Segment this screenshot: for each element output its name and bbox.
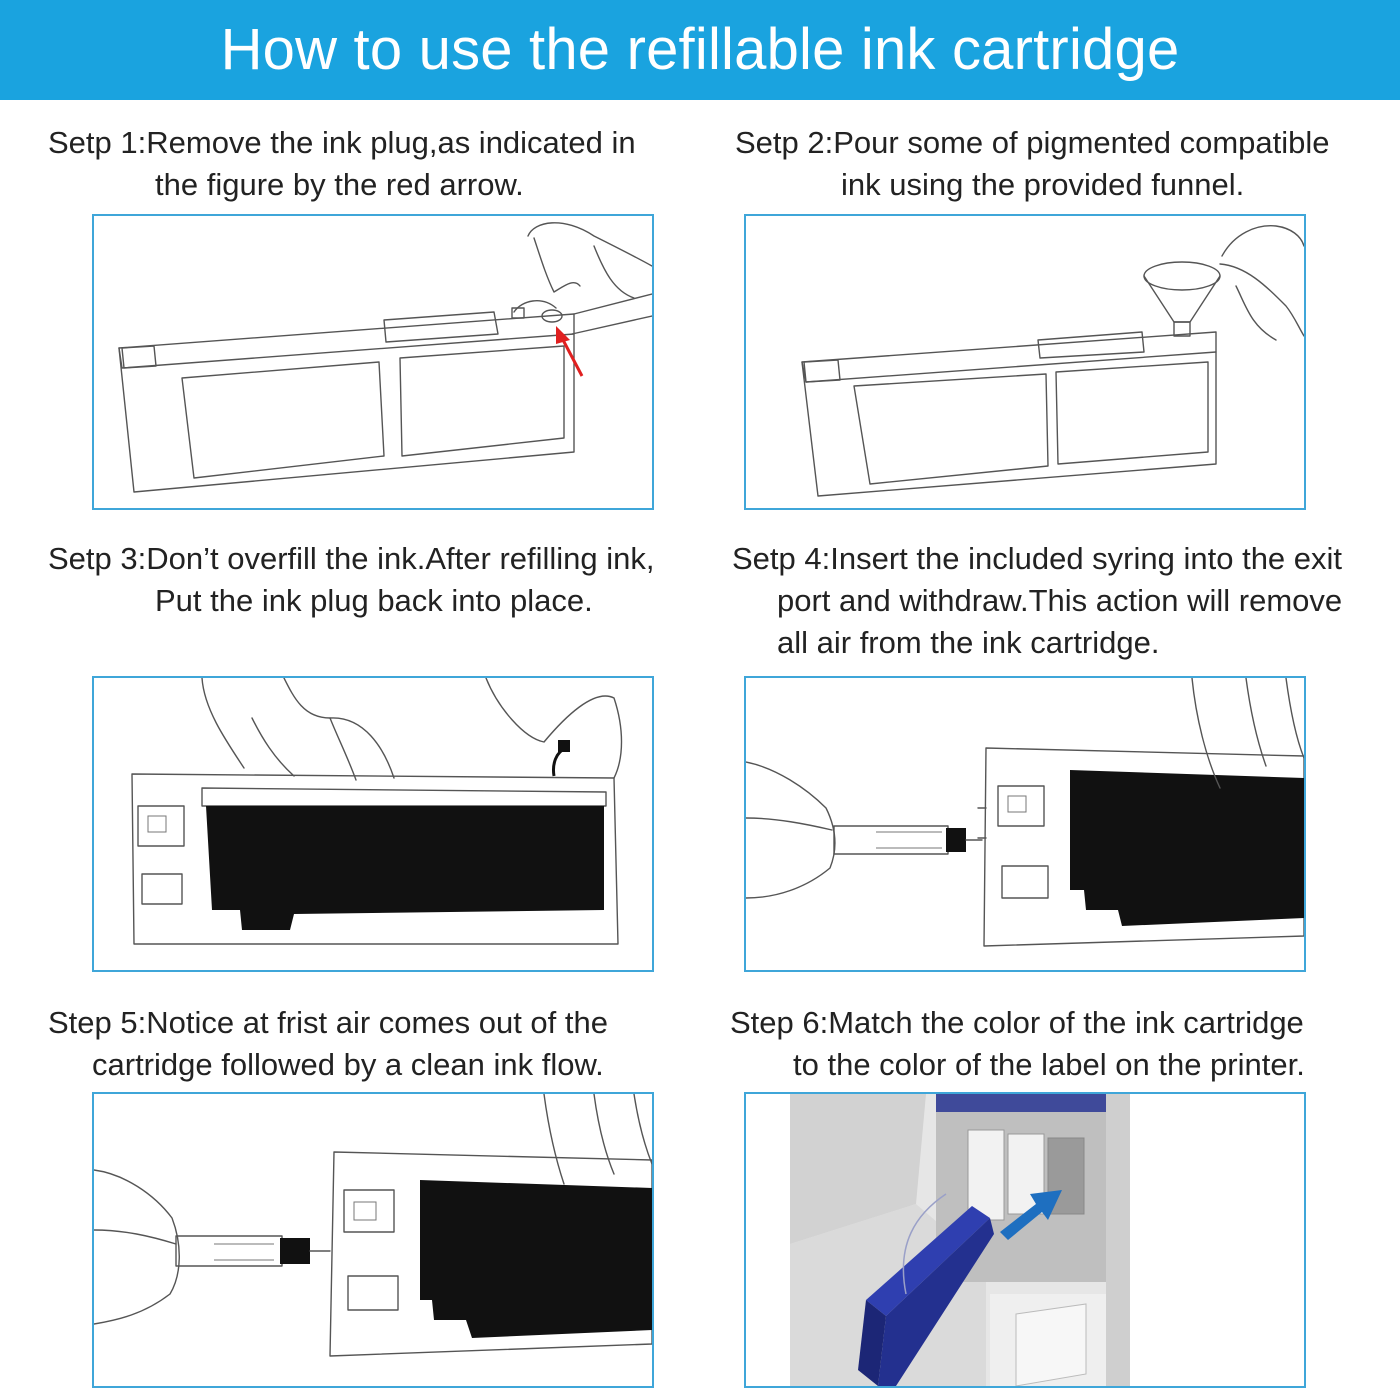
step-3-caption: Setp 3:Don’t overfill the ink.After refi… (48, 538, 655, 622)
step-6-caption: Step 6:Match the color of the ink cartri… (730, 1002, 1305, 1086)
step-2-caption: Setp 2:Pour some of pigmented compatible… (735, 122, 1330, 206)
hand-drawing (201, 678, 395, 781)
ink-fill-black (206, 806, 604, 930)
step-5-illustration (92, 1092, 654, 1388)
page-title: How to use the refillable ink cartridge (0, 0, 1400, 100)
cartridge-drawing (977, 747, 1304, 947)
step-5-caption: Step 5:Notice at frist air comes out of … (48, 1002, 608, 1086)
step-4-line-2: port and withdraw.This action will remov… (777, 583, 1343, 618)
hand-drawing (94, 1094, 652, 1325)
hand-drawing (527, 222, 652, 299)
ink-fill-black (420, 1180, 652, 1338)
cartridge-drawing (131, 773, 619, 945)
step-1-line-1: Setp 1:Remove the ink plug,as indicated … (48, 125, 636, 160)
ink-fill-black (1070, 770, 1304, 926)
step-1-line-2: the figure by the red arrow. (155, 167, 524, 202)
step-4-caption: Setp 4:Insert the included syring into t… (732, 538, 1342, 664)
step-6-line-2: to the color of the label on the printer… (793, 1047, 1305, 1082)
step-4-line-3: all air from the ink cartridge. (777, 625, 1160, 660)
insert-arrow (1000, 1190, 1062, 1240)
step-2-illustration (744, 214, 1306, 510)
cartridge-drawing (118, 293, 652, 493)
syringe-icon (175, 1235, 331, 1267)
ink-plug-drawing (511, 300, 563, 323)
step-2-line-1: Setp 2:Pour some of pigmented compatible (735, 125, 1330, 160)
step-6-illustration (744, 1092, 1306, 1388)
syringe-icon (833, 825, 983, 855)
ink-plug-drawing (485, 678, 623, 779)
funnel-icon (1143, 261, 1221, 337)
step-1-illustration (92, 214, 654, 510)
step-4-illustration (744, 676, 1306, 972)
red-arrow (556, 326, 584, 377)
blue-ink-cartridge (858, 1193, 994, 1386)
step-6-line-1: Step 6:Match the color of the ink cartri… (730, 1005, 1304, 1040)
cartridge-drawing (801, 331, 1217, 497)
step-4-line-1: Setp 4:Insert the included syring into t… (732, 541, 1343, 576)
hand-drawing (746, 678, 1304, 899)
step-3-illustration (92, 676, 654, 972)
step-5-line-2: cartridge followed by a clean ink flow. (92, 1047, 604, 1082)
step-2-line-2: ink using the provided funnel. (841, 167, 1245, 202)
step-3-line-2: Put the ink plug back into place. (155, 583, 593, 618)
hand-drawing (1219, 225, 1304, 341)
step-3-line-1: Setp 3:Don’t overfill the ink.After refi… (48, 541, 655, 576)
cartridge-drawing (329, 1151, 652, 1357)
step-5-line-1: Step 5:Notice at frist air comes out of … (48, 1005, 608, 1040)
step-1-caption: Setp 1:Remove the ink plug,as indicated … (48, 122, 636, 206)
